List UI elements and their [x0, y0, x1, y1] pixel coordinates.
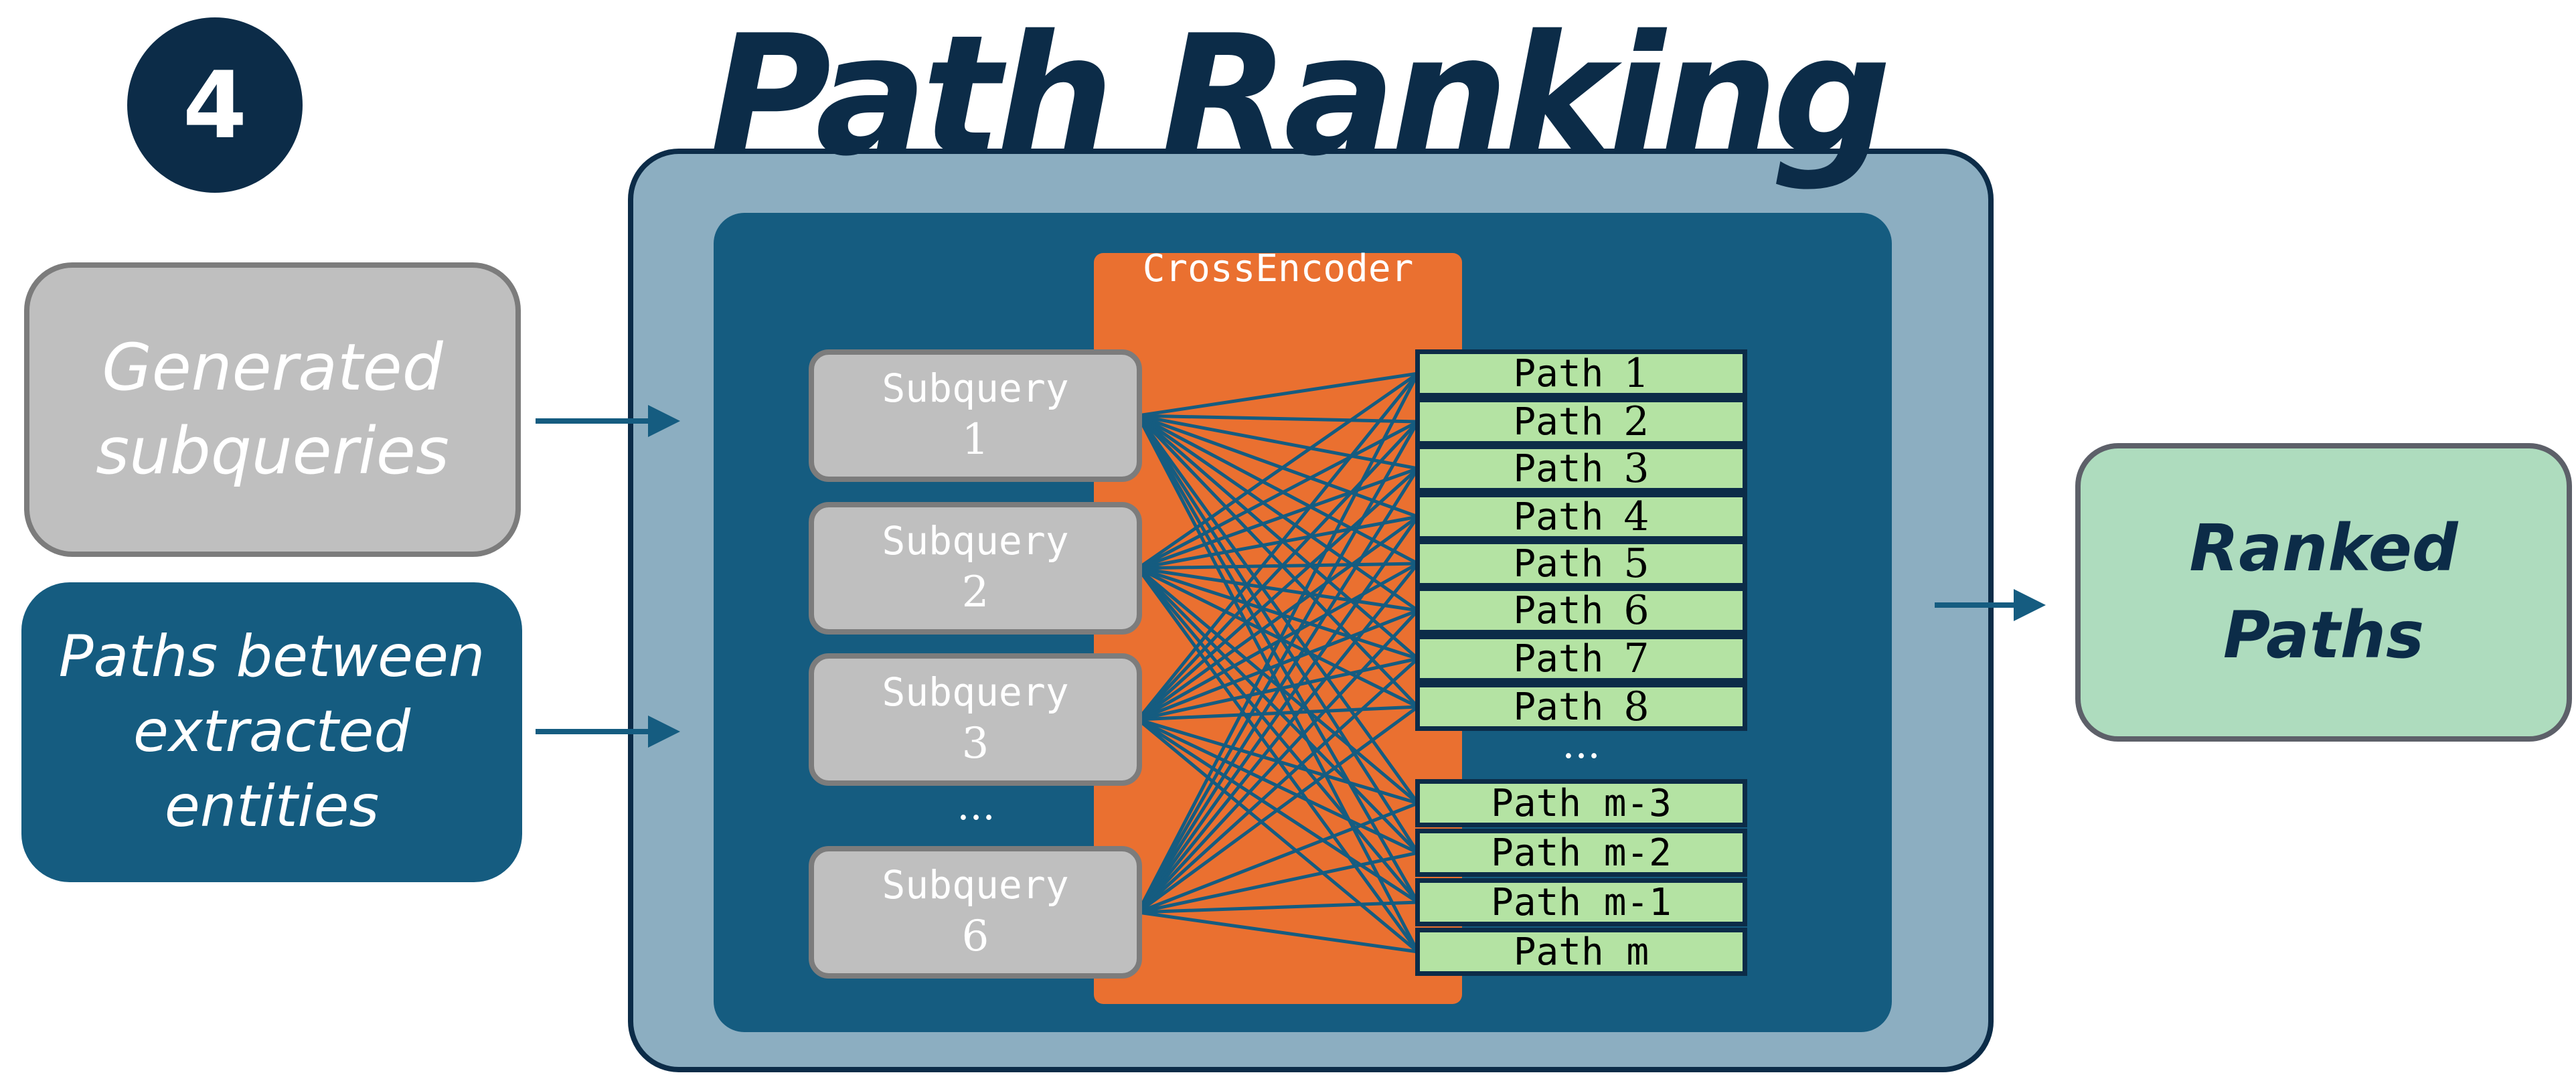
subquery-label: Subquery [882, 862, 1069, 908]
subquery-path-edge [1137, 420, 1419, 570]
subquery-label: Subquery [882, 669, 1069, 715]
subquery-path-edge [1136, 414, 1420, 854]
subquery-path-edge [1137, 562, 1419, 570]
subquery-path-edge [1137, 566, 1419, 661]
subquery-path-edge [1137, 414, 1419, 424]
subquery-path-edge [1137, 705, 1419, 914]
step-number-badge: 4 [127, 17, 303, 193]
subquery-number: 6 [961, 912, 989, 961]
subquery-path-edge [1137, 467, 1419, 570]
subquery-path-edge [1137, 657, 1419, 914]
path-label: Path [1513, 685, 1604, 729]
subquery-path-edge [1137, 371, 1419, 418]
subquery-number: 1 [961, 415, 989, 465]
path-box: Path 1 [1415, 349, 1747, 398]
path-number: 3 [1623, 445, 1649, 492]
path-box: Path 6 [1415, 586, 1747, 635]
subquery-box-6: Subquery 6 [809, 846, 1142, 979]
subquery-path-edge [1136, 467, 1420, 914]
subquery-path-edge [1137, 515, 1419, 722]
diagram-title: Path Ranking [710, 0, 1892, 193]
ranked-paths-label: Ranked Paths [2189, 511, 2458, 673]
subquery-path-edge [1137, 910, 1419, 954]
subquery-path-edges [1136, 371, 1420, 954]
path-box: Path m-3 [1415, 779, 1747, 827]
subquery-path-edge [1137, 567, 1419, 805]
path-number: 7 [1623, 635, 1649, 682]
path-box: Path 8 [1415, 683, 1747, 731]
subquery-ellipsis: ... [957, 782, 995, 829]
path-label: Path m-2 [1491, 831, 1672, 875]
path-box: Path m-2 [1415, 829, 1747, 877]
path-box: Path 7 [1415, 635, 1747, 683]
path-label: Path m-3 [1491, 781, 1672, 825]
subquery-path-edge [1137, 900, 1419, 914]
subquery-path-edge [1137, 801, 1419, 914]
path-label: Path [1513, 351, 1604, 396]
path-label: Path [1513, 541, 1604, 586]
subquery-path-edge [1137, 609, 1419, 914]
path-label: Path [1513, 400, 1604, 444]
subquery-path-edge [1137, 372, 1419, 721]
subquery-box-3: Subquery 3 [809, 653, 1142, 786]
path-label: Path [1513, 495, 1604, 539]
subquery-path-edge [1136, 414, 1420, 805]
path-number: 4 [1623, 493, 1649, 540]
subquery-path-edge [1137, 851, 1419, 914]
cross-encoder-label: CrossEncoder [1142, 247, 1414, 290]
path-box: Path m [1415, 928, 1747, 976]
subquery-path-edge [1137, 567, 1419, 854]
subquery-path-edge [1136, 420, 1420, 914]
subquery-path-edge [1137, 566, 1419, 612]
path-number: 8 [1623, 683, 1649, 730]
path-number: 2 [1623, 398, 1649, 445]
subquery-number: 3 [961, 719, 989, 768]
subquery-path-edge [1137, 566, 1419, 709]
subquery-path-edge [1137, 467, 1419, 721]
subquery-path-edge [1137, 718, 1419, 953]
path-label: Path [1513, 637, 1604, 681]
path-label: Path [1513, 446, 1604, 491]
path-box: Path 2 [1415, 398, 1747, 446]
path-box: Path 5 [1415, 539, 1747, 588]
path-ellipsis: ... [1562, 721, 1601, 768]
path-label: Path m [1513, 930, 1649, 974]
path-label: Path [1513, 588, 1604, 633]
subquery-path-edge [1137, 420, 1419, 721]
path-box: Path 3 [1415, 444, 1747, 493]
path-number: 6 [1623, 587, 1649, 634]
subquery-path-edge [1137, 371, 1419, 570]
path-number: 1 [1623, 350, 1649, 397]
subquery-path-edge [1137, 414, 1419, 566]
path-box: Path m-1 [1415, 878, 1747, 926]
subquery-box-2: Subquery 2 [809, 502, 1142, 635]
subquery-path-edge [1137, 515, 1419, 570]
subquery-path-edge [1136, 372, 1420, 914]
subquery-path-edge [1137, 562, 1419, 914]
generated-subqueries-label: Generated subqueries [96, 330, 449, 489]
subquery-box-1: Subquery 1 [809, 349, 1142, 482]
subquery-path-edge [1136, 515, 1420, 914]
ranked-paths-box: Ranked Paths [2075, 443, 2572, 742]
subquery-path-edge [1137, 414, 1419, 612]
paths-between-entities-box: Paths between extracted entities [21, 582, 522, 882]
generated-subqueries-box: Generated subqueries [24, 262, 521, 557]
subquery-path-edge [1137, 414, 1419, 519]
subquery-label: Subquery [882, 518, 1069, 564]
subquery-label: Subquery [882, 365, 1069, 411]
subquery-path-edge [1137, 567, 1419, 904]
path-label: Path m-1 [1491, 880, 1672, 924]
subquery-number: 2 [961, 568, 989, 617]
path-box: Path 4 [1415, 493, 1747, 541]
path-number: 5 [1623, 540, 1649, 587]
subquery-path-edge [1137, 414, 1419, 660]
paths-between-entities-label: Paths between extracted entities [58, 623, 485, 840]
